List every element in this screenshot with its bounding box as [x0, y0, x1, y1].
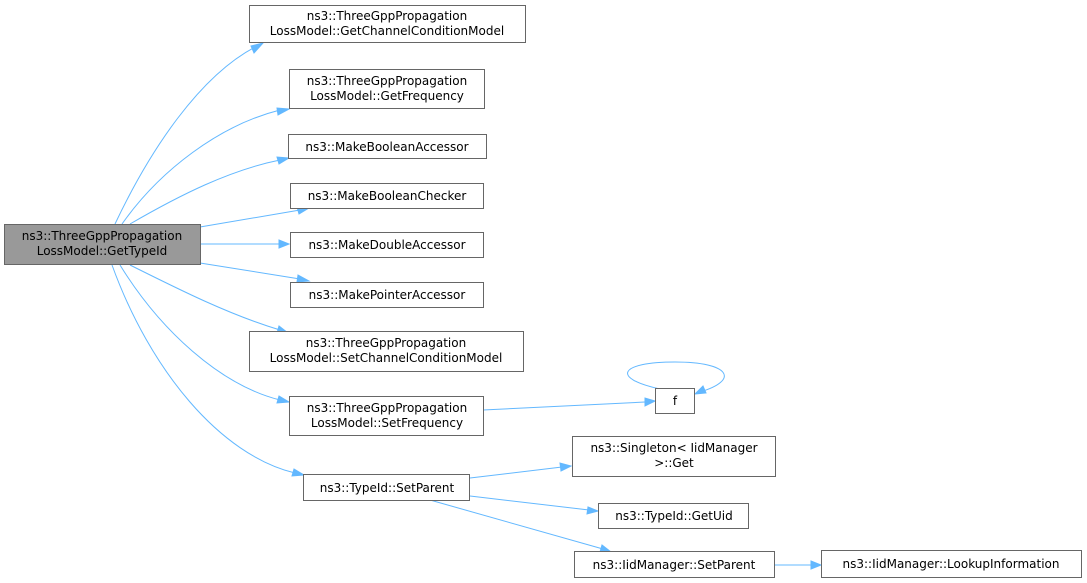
- edge-root-to-setchannelconditionmodel: [129, 264, 281, 331]
- arrowhead: [276, 156, 291, 165]
- node-iidmanager-setparent[interactable]: ns3::IidManager::SetParent: [574, 551, 775, 578]
- arrowhead: [810, 560, 823, 570]
- node-label-line: ns3::IidManager::LookupInformation: [843, 557, 1060, 571]
- node-threegpp-getfrequency[interactable]: ns3::ThreeGppPropagation LossModel::GetF…: [289, 69, 485, 109]
- node-iidmanager-lookupinformation[interactable]: ns3::IidManager::LookupInformation: [821, 550, 1082, 578]
- node-typeid-getuid[interactable]: ns3::TypeId::GetUid: [598, 503, 749, 529]
- node-label-line: ns3::Singleton< IidManager: [590, 441, 757, 455]
- nodes: ns3::ThreeGppPropagation LossModel::GetT…: [4, 5, 1082, 578]
- node-label-line: ns3::MakeBooleanAccessor: [305, 140, 468, 154]
- edge-root-to-makebooleanaccessor: [129, 159, 281, 225]
- edge-root-to-getfrequency: [121, 109, 281, 225]
- arrowhead: [644, 397, 657, 407]
- edge-typeidsetparent-to-singletonget: [469, 466, 563, 479]
- edge-setfrequency-to-f: [482, 401, 646, 411]
- node-label-line: ns3::TypeId::GetUid: [615, 509, 733, 523]
- edges: [111, 42, 823, 570]
- arrowhead: [586, 506, 600, 515]
- edge-root-to-typeidsetparent: [111, 264, 296, 474]
- arrowhead: [296, 274, 311, 283]
- node-label-line: >::Get: [654, 456, 694, 470]
- node-label-line: ns3::MakePointerAccessor: [309, 288, 466, 302]
- node-makepointeraccessor[interactable]: ns3::MakePointerAccessor: [290, 282, 484, 308]
- arrowhead: [278, 239, 291, 249]
- node-f[interactable]: f: [655, 388, 695, 414]
- node-threegpp-gettypeid[interactable]: ns3::ThreeGppPropagation LossModel::GetT…: [4, 224, 201, 265]
- node-label-line: f: [673, 394, 678, 408]
- node-singleton-iidmanager-get[interactable]: ns3::Singleton< IidManager >::Get: [572, 436, 776, 477]
- arrowhead: [599, 544, 613, 553]
- edge-root-to-getchannelconditionmodel: [114, 45, 258, 225]
- node-threegpp-setchannelconditionmodel[interactable]: ns3::ThreeGppPropagation LossModel::SetC…: [249, 331, 524, 372]
- edge-typeidsetparent-to-iidmanagersetparent: [429, 499, 604, 550]
- node-threegpp-setfrequency[interactable]: ns3::ThreeGppPropagation LossModel::SetF…: [289, 396, 484, 436]
- node-label-line: ns3::ThreeGppPropagation: [22, 229, 182, 243]
- edge-typeidsetparent-to-gettypeiduid: [469, 495, 590, 511]
- edge-f-self-loop: [627, 361, 725, 393]
- arrowhead: [250, 42, 265, 54]
- node-threegpp-getchannelconditionmodel[interactable]: ns3::ThreeGppPropagation LossModel::GetC…: [249, 5, 526, 43]
- node-label-line: LossModel::GetChannelConditionModel: [270, 24, 504, 38]
- node-label-line: ns3::TypeId::SetParent: [320, 481, 455, 495]
- node-label-line: ns3::ThreeGppPropagation: [307, 74, 467, 88]
- node-label-line: ns3::IidManager::SetParent: [593, 558, 756, 572]
- node-label-line: LossModel::SetFrequency: [311, 416, 463, 430]
- arrowhead: [693, 385, 707, 395]
- arrowhead: [276, 107, 291, 116]
- node-label-line: ns3::MakeBooleanChecker: [308, 189, 467, 203]
- edge-root-to-setfrequency: [119, 264, 281, 401]
- node-label-line: ns3::ThreeGppPropagation: [307, 401, 467, 415]
- arrowhead: [276, 395, 291, 404]
- node-label-line: LossModel::SetChannelConditionModel: [270, 351, 503, 365]
- arrowhead: [291, 468, 306, 477]
- node-label-line: LossModel::GetFrequency: [310, 89, 464, 103]
- node-makebooleanaccessor[interactable]: ns3::MakeBooleanAccessor: [288, 134, 487, 159]
- node-typeid-setparent[interactable]: ns3::TypeId::SetParent: [303, 474, 470, 501]
- node-label-line: LossModel::GetTypeId: [37, 244, 168, 258]
- arrowhead: [559, 462, 573, 472]
- edge-root-to-makepointeraccessor: [199, 262, 301, 280]
- node-makebooleanchecker[interactable]: ns3::MakeBooleanChecker: [290, 183, 484, 209]
- node-label-line: ns3::ThreeGppPropagation: [306, 336, 466, 350]
- node-label-line: ns3::ThreeGppPropagation: [307, 9, 467, 23]
- node-label-line: ns3::MakeDoubleAccessor: [308, 238, 465, 252]
- node-makedoubleaccessor[interactable]: ns3::MakeDoubleAccessor: [290, 232, 484, 258]
- edge-root-to-makebooleanchecker: [199, 209, 301, 228]
